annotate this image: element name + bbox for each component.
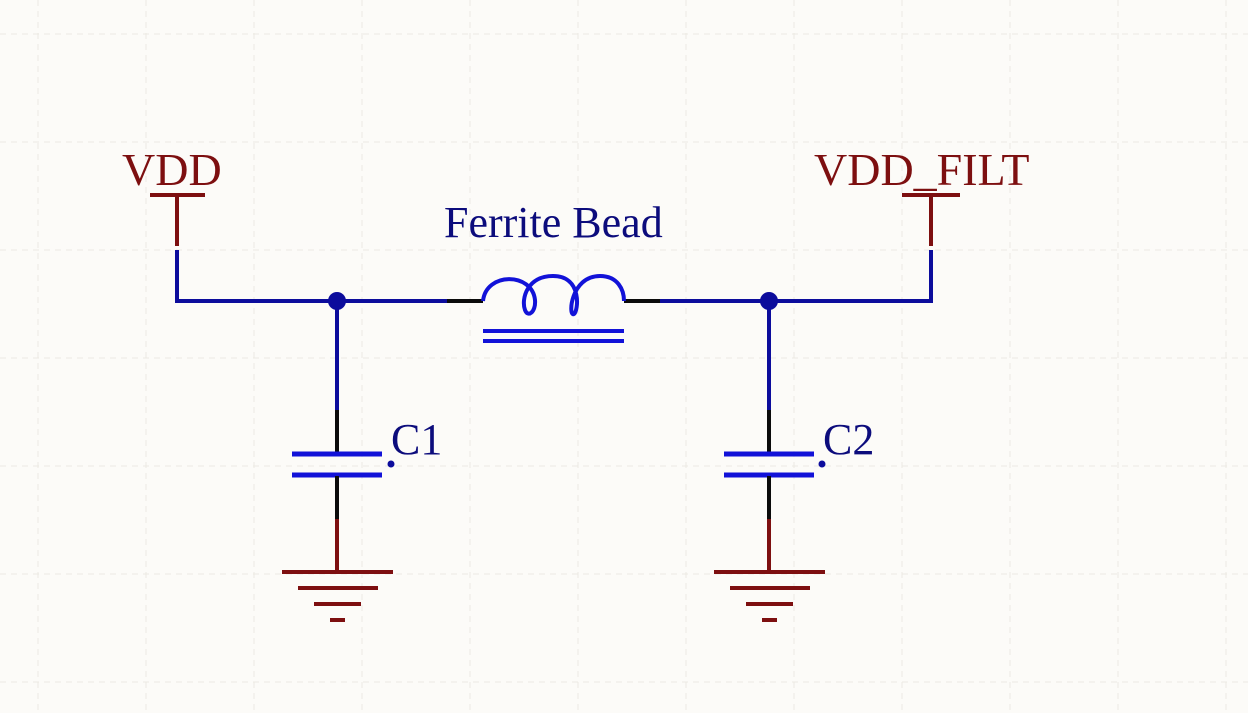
ferrite-bead-symbol[interactable]: Ferrite Bead bbox=[444, 198, 663, 343]
ferrite-bead-label: Ferrite Bead bbox=[444, 198, 663, 247]
wires bbox=[175, 250, 933, 412]
c2-label: C2 bbox=[823, 415, 874, 464]
c1-label: C1 bbox=[391, 415, 442, 464]
junction-node-vdd[interactable] bbox=[328, 292, 346, 310]
c1-polarity-dot bbox=[387, 460, 395, 468]
ground-symbol-1[interactable] bbox=[282, 519, 393, 622]
capacitor-c1[interactable]: C1 bbox=[292, 410, 442, 519]
vdd-power-port[interactable]: VDD bbox=[122, 144, 222, 246]
wire-bead-to-vdd-filt[interactable] bbox=[658, 250, 933, 303]
bead-coil bbox=[481, 273, 626, 317]
ground-symbol-2[interactable] bbox=[714, 519, 825, 622]
vdd-filt-label: VDD_FILT bbox=[814, 144, 1030, 195]
vdd-label: VDD bbox=[122, 144, 222, 195]
junction-node-vdd-filt[interactable] bbox=[760, 292, 778, 310]
c2-polarity-dot bbox=[818, 460, 826, 468]
capacitor-c2[interactable]: C2 bbox=[724, 410, 874, 519]
vdd-filt-power-port[interactable]: VDD_FILT bbox=[814, 144, 1030, 246]
wire-vdd-to-bead[interactable] bbox=[175, 250, 449, 303]
